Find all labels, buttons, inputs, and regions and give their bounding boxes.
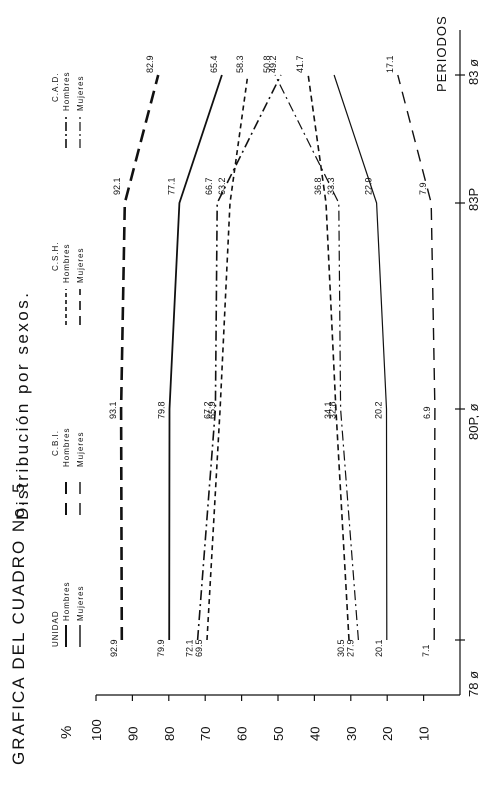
data-label: 30.5: [336, 639, 346, 657]
data-label: 49.2: [268, 55, 278, 73]
data-label: 20.2: [373, 401, 383, 419]
data-label: 72.1: [185, 639, 195, 657]
series-line: [206, 74, 249, 641]
series-line: [119, 74, 160, 641]
series-line: [333, 74, 388, 641]
data-label: 34.1: [323, 401, 333, 419]
y-tick-label: 50: [271, 727, 286, 741]
data-label: 63.2: [217, 177, 227, 195]
data-label: 79.8: [157, 401, 167, 419]
x-tick-label: 83 ø: [466, 59, 479, 85]
data-label: 50.8: [262, 55, 272, 73]
chart-title: GRAFICA DEL CUADRO No. 5: [9, 481, 28, 765]
data-label: 32.8: [328, 401, 338, 419]
data-label: 20.1: [374, 639, 384, 657]
data-label: 65.4: [209, 55, 219, 73]
y-tick-label: 30: [344, 727, 359, 741]
data-labels-layer: 92.9 93.1 92.1 82.9 79.9 79.8 77.1 65.4 72.1 67.2…: [108, 55, 432, 657]
data-label: 67.2: [202, 401, 212, 419]
legend-label-csh-hombres: Hombres: [62, 244, 71, 283]
legend: UNIDAD Hombres Mujeres C.B.I. Hombres Mu…: [51, 72, 85, 647]
y-axis-ticks: 100 90 80 70 60 50 40 30 20 10: [89, 695, 432, 741]
series-line: [307, 74, 350, 641]
y-tick-label: 10: [417, 727, 432, 741]
legend-label-cad-hombres: Hombres: [62, 72, 71, 111]
data-label: 22.9: [364, 177, 374, 195]
series-line: [196, 74, 282, 641]
data-label: 17.1: [385, 55, 395, 73]
data-label: 36.8: [313, 177, 323, 195]
legend-group-cad: C.A.D.: [51, 72, 60, 102]
series-line: [397, 74, 436, 641]
data-label: 69.5: [194, 639, 204, 657]
y-tick-label: 60: [235, 727, 250, 741]
y-tick-label: 40: [307, 727, 322, 741]
legend-label-csh-mujeres: Mujeres: [76, 248, 85, 283]
legend-label-cbi-hombres: Hombres: [62, 428, 71, 467]
data-label: 33.3: [326, 177, 336, 195]
legend-label-cad-mujeres: Mujeres: [76, 76, 85, 111]
chart-subtitle: Distribución por sexos.: [13, 291, 32, 520]
legend-label-unidad-mujeres: Mujeres: [76, 586, 85, 621]
data-label: 79.9: [156, 639, 166, 657]
y-tick-label: 100: [89, 719, 104, 741]
data-label: 82.9: [145, 55, 155, 73]
x-tick-label: 80P, ø: [466, 403, 479, 440]
data-label: 7.1: [421, 644, 431, 657]
legend-group-cbi: C.B.I.: [51, 430, 60, 456]
data-label: 93.1: [108, 401, 118, 419]
x-tick-label: 78 ø: [466, 671, 479, 697]
data-label: 92.9: [109, 639, 119, 657]
data-label: 7.9: [418, 182, 428, 195]
y-tick-label: 90: [125, 727, 140, 741]
data-label: 77.1: [166, 177, 176, 195]
data-label: 6.9: [422, 406, 432, 419]
data-label: 41.7: [295, 55, 305, 73]
legend-group-unidad: UNIDAD: [51, 610, 60, 647]
data-label: 92.1: [112, 177, 122, 195]
legend-label-unidad-hombres: Hombres: [62, 582, 71, 621]
x-axis-title: PERIODOS: [434, 15, 449, 92]
x-tick-label: 83P: [466, 188, 479, 211]
data-label: 66.7: [204, 177, 214, 195]
series-line: [274, 74, 359, 641]
series-layer: [119, 74, 436, 641]
data-label: 65.9: [207, 401, 217, 419]
data-label: 27.9: [345, 639, 355, 657]
data-label: 58.3: [235, 55, 245, 73]
legend-group-csh: C.S.H.: [51, 241, 60, 271]
series-line: [168, 74, 223, 641]
y-tick-label: 20: [380, 727, 395, 741]
y-axis-unit: %: [58, 726, 75, 739]
y-tick-label: 70: [198, 727, 213, 741]
y-tick-label: 80: [162, 727, 177, 741]
legend-label-cbi-mujeres: Mujeres: [76, 432, 85, 467]
x-axis-ticks: 78 ø 80P, ø 83P 83 ø: [455, 59, 479, 697]
